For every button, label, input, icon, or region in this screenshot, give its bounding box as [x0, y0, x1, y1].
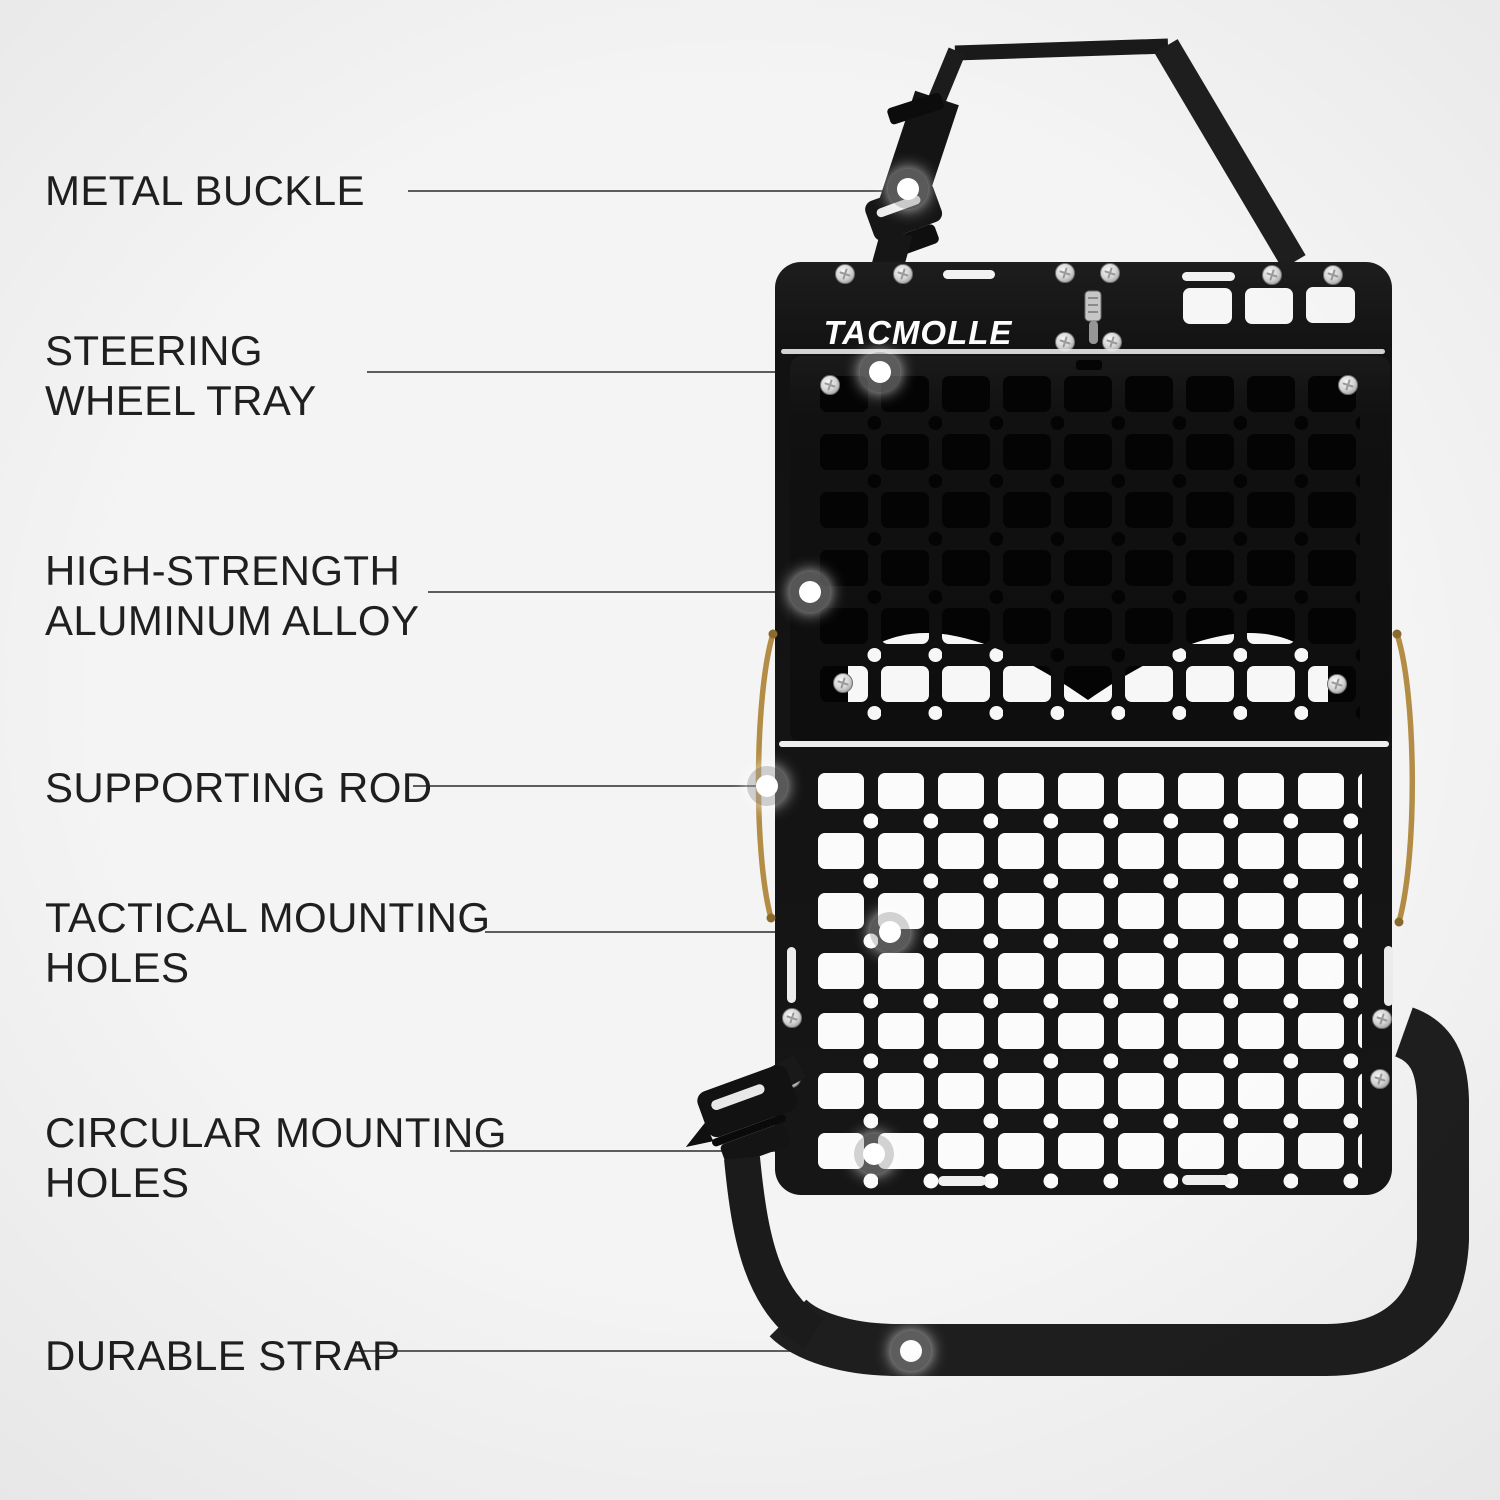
feature-label-line: ALUMINUM ALLOY [45, 597, 420, 644]
feature-label-line: HOLES [45, 944, 190, 991]
feature-connector-line [408, 190, 908, 192]
steering-wheel-tray [790, 356, 1390, 744]
bottom-strap [769, 1007, 1469, 1376]
feature-label-tactical-mounting-holes: TACTICAL MOUNTING HOLES [45, 893, 490, 993]
feature-connector-line [413, 785, 767, 787]
feature-marker-dot [860, 352, 900, 392]
feature-connector-line [352, 1350, 911, 1352]
molle-panel: TACMOLLE [775, 262, 1393, 1195]
brand-logo: TACMOLLE [824, 314, 1013, 351]
feature-connector-line [485, 931, 890, 933]
feature-label-line: CIRCULAR MOUNTING [45, 1109, 507, 1156]
feature-label-line: HIGH-STRENGTH [45, 547, 401, 594]
feature-connector-line [450, 1150, 874, 1152]
feature-label-supporting-rod: SUPPORTING ROD [45, 763, 433, 813]
feature-label-line: STEERING [45, 327, 263, 374]
feature-connector-line [428, 591, 810, 593]
feature-label-durable-strap: DURABLE STRAP [45, 1331, 400, 1381]
bottom-strap-buckle [685, 1054, 825, 1350]
feature-label-metal-buckle: METAL BUCKLE [45, 166, 365, 216]
feature-marker-dot [747, 766, 787, 806]
feature-label-line: METAL BUCKLE [45, 167, 365, 214]
feature-marker-dot [891, 1331, 931, 1371]
panel-top-bar: TACMOLLE [781, 262, 1385, 354]
feature-marker-dot [854, 1134, 894, 1174]
feature-label-line: DURABLE STRAP [45, 1332, 401, 1379]
top-strap [863, 38, 1306, 277]
feature-marker-dot [888, 169, 928, 209]
lower-molle-grid [780, 773, 1393, 1191]
zipper-pull-icon [1084, 290, 1102, 344]
feature-marker-dot [870, 912, 910, 952]
feature-label-steering-wheel-tray: STEERING WHEEL TRAY [45, 326, 317, 426]
feature-connector-line [367, 371, 880, 373]
feature-label-line: HOLES [45, 1159, 190, 1206]
feature-label-line: TACTICAL MOUNTING [45, 894, 491, 941]
feature-label-line: WHEEL TRAY [45, 377, 317, 424]
feature-label-circular-mounting-holes: CIRCULAR MOUNTING HOLES [45, 1108, 507, 1208]
feature-label-line: SUPPORTING ROD [45, 764, 433, 811]
supporting-rods [755, 629, 1415, 927]
feature-label-high-strength-aluminum-alloy: HIGH-STRENGTH ALUMINUM ALLOY [45, 546, 419, 646]
feature-marker-dot [790, 572, 830, 612]
